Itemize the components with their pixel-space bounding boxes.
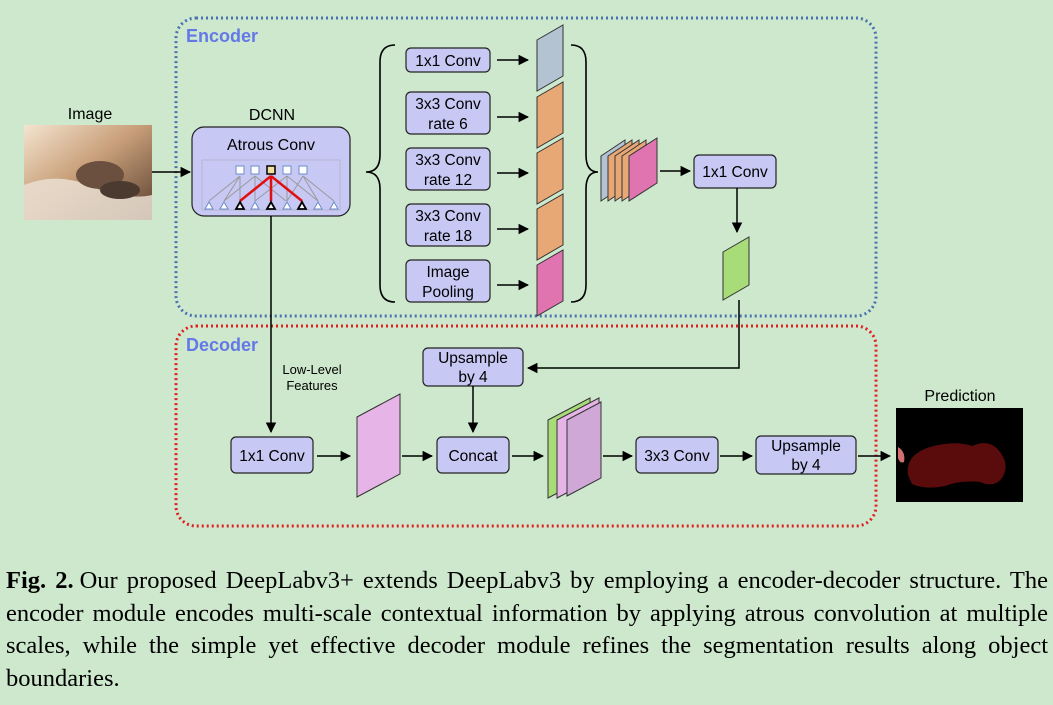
- branch-3x3-rate6: 3x3 Conv rate 6: [405, 91, 491, 135]
- svg-text:1x1 Conv: 1x1 Conv: [239, 448, 305, 465]
- prediction-mask-image: [896, 408, 1023, 502]
- svg-text:Concat: Concat: [448, 448, 498, 465]
- decoder-frame: [174, 324, 878, 528]
- low-level-label-1: Low-Level: [282, 362, 341, 377]
- figure-caption: Fig. 2.Our proposed DeepLabv3+ extends D…: [6, 565, 1048, 695]
- svg-text:1x1 Conv: 1x1 Conv: [415, 53, 481, 70]
- prediction-label: Prediction: [924, 388, 995, 405]
- encoder-output-feature: [722, 236, 750, 301]
- encoder-1x1-conv: 1x1 Conv: [693, 154, 777, 189]
- concatenated-features: [600, 137, 658, 202]
- encoder-frame: [174, 16, 878, 318]
- image-label: Image: [68, 106, 113, 123]
- svg-text:by 4: by 4: [791, 457, 821, 474]
- svg-text:Upsample: Upsample: [438, 350, 508, 367]
- branch-feature-rate12: [536, 137, 564, 205]
- svg-text:Upsample: Upsample: [771, 438, 841, 455]
- decoder-3x3-conv: 3x3 Conv: [635, 436, 719, 474]
- caption-label: Fig. 2.: [6, 567, 74, 594]
- right-brace: [570, 44, 599, 303]
- low-level-label-2: Features: [286, 378, 338, 393]
- branch-3x3-rate18: 3x3 Conv rate 18: [405, 203, 491, 247]
- svg-text:by 4: by 4: [458, 369, 488, 386]
- input-cat-image: [24, 125, 152, 220]
- branch-3x3-rate12: 3x3 Conv rate 12: [405, 147, 491, 191]
- deeplabv3plus-diagram: Encoder Decoder Image DCNN Atrous Conv: [24, 16, 1023, 528]
- decoder-title: Decoder: [186, 335, 258, 355]
- branch-feature-1x1: [536, 24, 564, 92]
- atrous-conv-icon: [201, 159, 341, 211]
- concat-block: Concat: [436, 436, 510, 474]
- branch-image-pooling: Image Pooling: [405, 259, 491, 303]
- branch-feature-pooling: [536, 249, 564, 317]
- branch-feature-rate18: [536, 193, 564, 261]
- dcnn-label: DCNN: [249, 107, 295, 124]
- svg-text:3x3 Conv: 3x3 Conv: [644, 448, 710, 465]
- svg-text:rate 12: rate 12: [424, 172, 472, 189]
- svg-text:Image: Image: [426, 264, 469, 281]
- svg-text:3x3 Conv: 3x3 Conv: [415, 96, 481, 113]
- svg-text:3x3 Conv: 3x3 Conv: [415, 208, 481, 225]
- svg-text:rate 6: rate 6: [428, 116, 468, 133]
- concatenated-decoder-features: [547, 397, 602, 499]
- atrous-conv-label: Atrous Conv: [227, 137, 315, 154]
- left-brace: [365, 44, 396, 303]
- svg-text:Pooling: Pooling: [422, 284, 474, 301]
- caption-text: Our proposed DeepLabv3+ extends DeepLabv…: [6, 567, 1048, 692]
- encoder-title: Encoder: [186, 26, 258, 46]
- decoder-upsample-by4: Upsample by 4: [422, 347, 524, 387]
- svg-text:rate 18: rate 18: [424, 228, 472, 245]
- branch-1x1-conv: 1x1 Conv: [405, 47, 491, 73]
- svg-text:1x1 Conv: 1x1 Conv: [702, 164, 768, 181]
- final-upsample-by4: Upsample by 4: [755, 435, 857, 475]
- low-level-feature-map: [356, 393, 401, 498]
- svg-text:3x3 Conv: 3x3 Conv: [415, 152, 481, 169]
- decoder-1x1-conv: 1x1 Conv: [230, 436, 314, 474]
- branch-feature-rate6: [536, 81, 564, 149]
